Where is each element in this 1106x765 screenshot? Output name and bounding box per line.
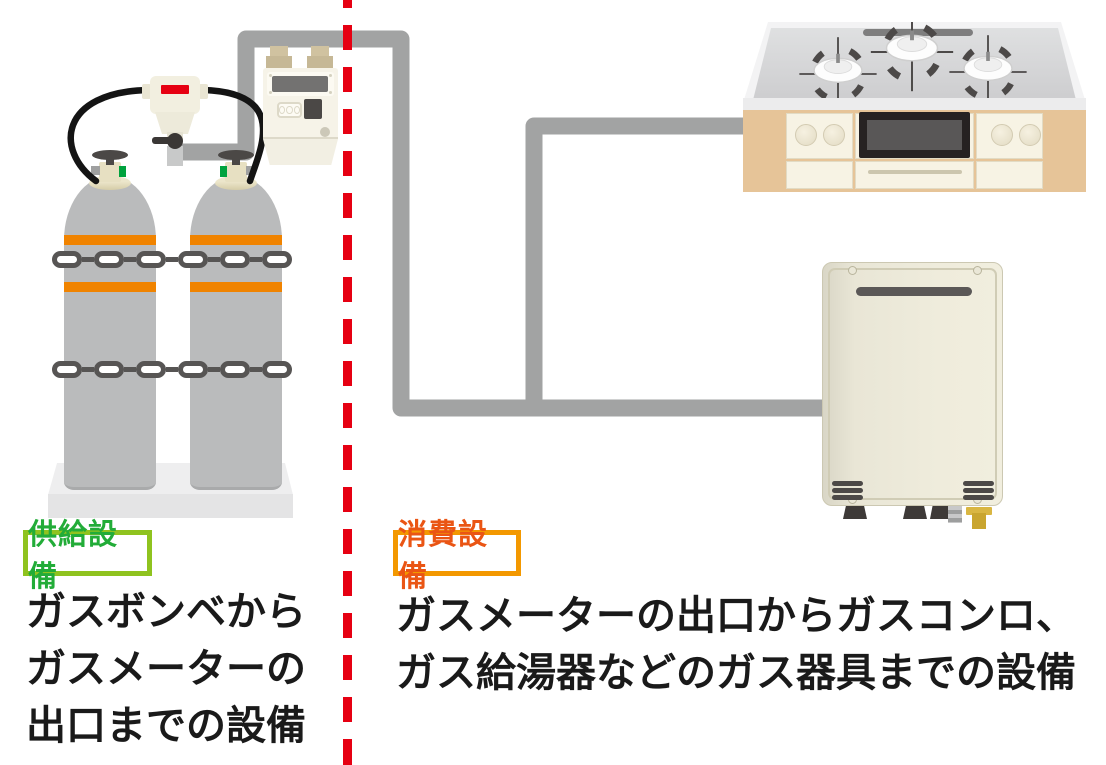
meter-lower-housing (263, 139, 338, 165)
supply-consumption-divider-line (343, 0, 352, 765)
chain-link (52, 251, 82, 268)
chain-link (220, 251, 250, 268)
consumption-description-line: ガス給湯器などのガス器具までの設備 (396, 650, 1076, 696)
rubber-hose-left (67, 86, 152, 185)
meter-outlet-fitting (311, 46, 329, 58)
valve-stem (106, 158, 114, 165)
valve-handwheel (92, 150, 128, 160)
heater-flue-stub (948, 506, 962, 523)
heater-exhaust-vent (856, 287, 972, 296)
consumption-badge: 消費設備 (393, 517, 521, 593)
rubber-hose-right (198, 86, 267, 185)
consumption-description-line: ガスメーターの出口からガスコンロ、 (396, 593, 1076, 639)
gas-stove (743, 22, 1086, 192)
gas-meter (263, 46, 338, 165)
stove-back-grate (863, 29, 973, 36)
meter-inlet-fitting (270, 46, 288, 58)
cylinder-valve-left (89, 148, 131, 190)
meter-outlet-fitting (307, 56, 333, 69)
valve-body (225, 162, 247, 182)
meter-shutoff-button (304, 99, 322, 119)
chain-link (262, 361, 292, 378)
cylinder-band (64, 235, 156, 245)
valve-handwheel (218, 150, 254, 160)
chain-link (220, 361, 250, 378)
meter-display (272, 76, 328, 92)
cylinder-band (64, 282, 156, 292)
pressure-regulator (140, 74, 210, 166)
valve-body (99, 162, 121, 182)
gas-cylinder-left (64, 176, 156, 490)
valve-stem (232, 158, 240, 165)
gas-cylinder-right (190, 176, 282, 490)
heater-panel-border (828, 268, 997, 500)
grill-handle (868, 170, 962, 174)
meter-reset-button (320, 127, 330, 137)
supply-description-line: 出口までの設備 (26, 703, 306, 749)
valve-indicator (220, 166, 227, 177)
heater-gas-connection (972, 513, 986, 529)
meter-counter-dials (277, 102, 302, 118)
regulator-indicator (161, 85, 189, 94)
regulator-inlet-left (142, 84, 151, 99)
regulator-lower-body (155, 112, 195, 134)
stove-knob (795, 124, 817, 146)
water-heater (822, 262, 1003, 529)
supply-description-line: ガスメーターの (26, 646, 306, 692)
screw-icon (848, 266, 857, 275)
chain-link (136, 361, 166, 378)
regulator-outlet-pipe (167, 146, 183, 166)
safety-chain-upper (52, 251, 292, 268)
chain-link (136, 251, 166, 268)
heater-body (822, 262, 1003, 506)
chain-link (262, 251, 292, 268)
regulator-inlet-right (199, 84, 208, 99)
chain-link (94, 251, 124, 268)
gas-pipe-stove-branch (525, 117, 746, 408)
stove-knob (823, 124, 845, 146)
burner-layer (799, 22, 1027, 103)
heater-pipe-stub (903, 506, 927, 519)
meter-inlet-fitting (266, 56, 292, 69)
heater-pipe-stub (930, 506, 951, 519)
supply-description: ガスボンベから ガスメーターの 出口までの設備 (26, 584, 306, 755)
regulator-valve (167, 133, 183, 149)
stove-knob (1019, 124, 1041, 146)
chain-link (178, 361, 208, 378)
supply-badge-label: 供給設備 (28, 517, 119, 593)
chain-link (94, 361, 124, 378)
stove-knob (991, 124, 1013, 146)
safety-chain-lower (52, 361, 292, 378)
heater-gas-connection (966, 507, 992, 515)
cylinder-band (190, 282, 282, 292)
cylinder-band (190, 235, 282, 245)
chain-link (178, 251, 208, 268)
valve-indicator (119, 166, 126, 177)
grill-window (859, 112, 970, 158)
cylinder-platform-front (48, 494, 293, 518)
chain-link (52, 361, 82, 378)
regulator-valve-handle (152, 137, 177, 144)
regulator-body (150, 76, 200, 114)
consumption-badge-label: 消費設備 (398, 517, 489, 593)
supply-badge: 供給設備 (23, 517, 152, 593)
screw-icon (973, 266, 982, 275)
heater-pipe-stub (843, 506, 867, 519)
hose-fitting (91, 166, 100, 175)
supply-description-line: ガスボンベから (26, 589, 306, 635)
stove-front-lip (743, 98, 1086, 110)
consumption-description: ガスメーターの出口からガスコンロ、 ガス給湯器などのガス器具までの設備 (396, 588, 1076, 702)
